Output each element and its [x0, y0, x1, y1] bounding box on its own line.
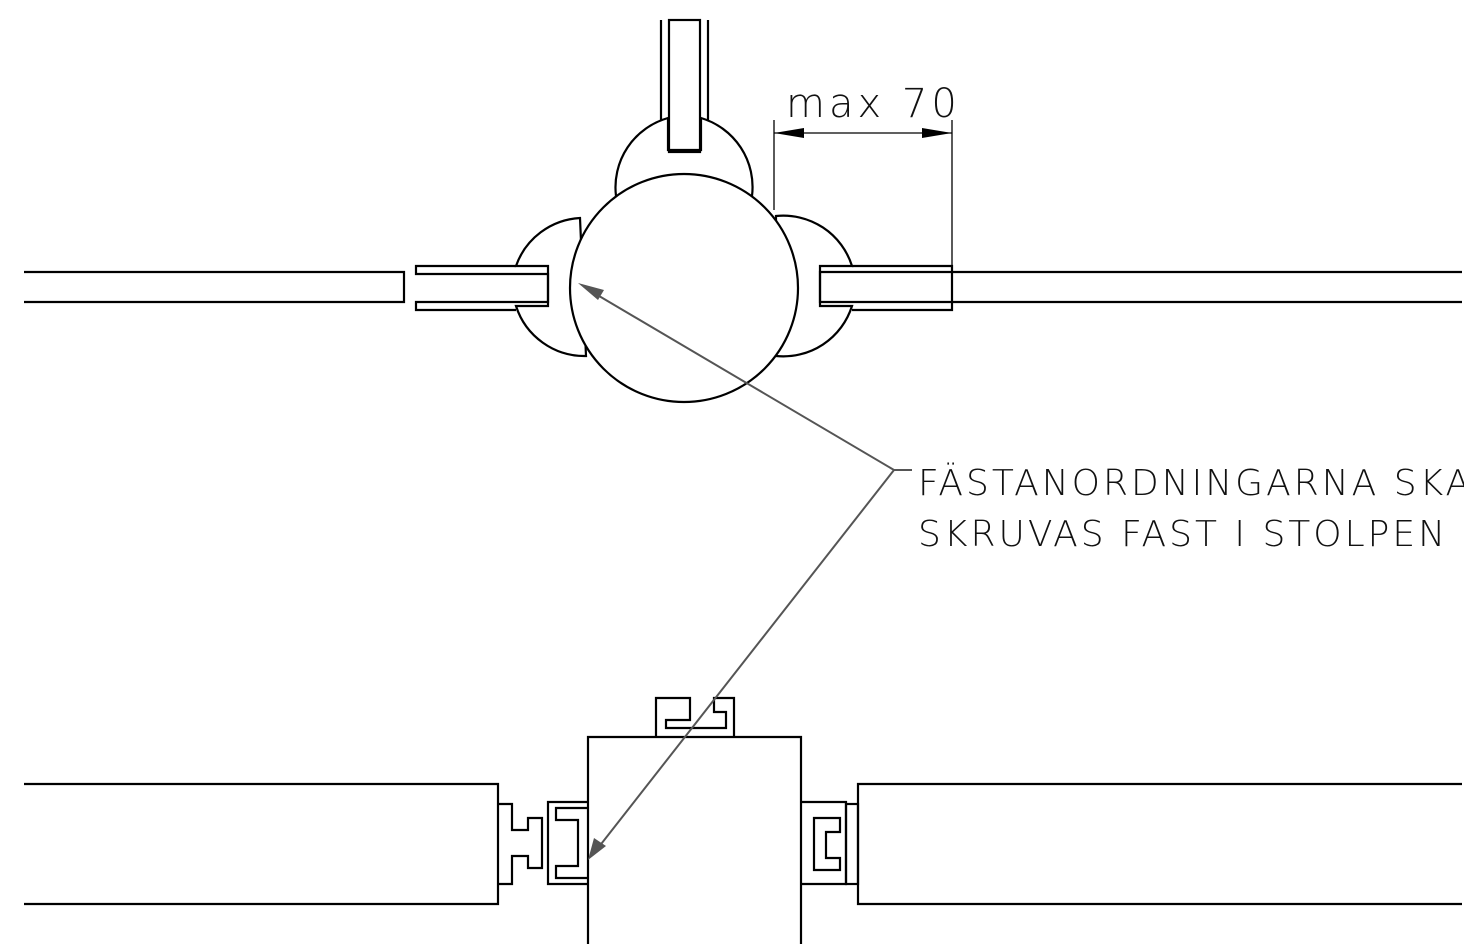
- square-post-assembly: [24, 696, 1462, 944]
- left-c-profile-inner: [554, 806, 588, 880]
- right-bottom-panel: [856, 782, 1462, 906]
- dim-arrow-left: [774, 128, 804, 138]
- top-panel: [667, 18, 702, 154]
- right-c-profile-inner: [812, 816, 842, 872]
- right-h-profile: [844, 802, 860, 886]
- right-c-profile-outer: [801, 800, 848, 886]
- square-post: [586, 735, 803, 944]
- left-bottom-panel: [24, 782, 500, 906]
- round-post-assembly: [24, 18, 1462, 404]
- top-rail-profile: [654, 696, 736, 736]
- note-line-1: FÄSTANORDNINGARNA SKALL: [918, 462, 1464, 504]
- right-panel: [818, 270, 1462, 304]
- clamp-lobe-right: [774, 214, 854, 358]
- clamp-lobe-left: [514, 216, 588, 358]
- leader-to-square-post: [597, 469, 895, 849]
- dimension-max70: max 70: [773, 81, 961, 266]
- leader-arrowhead-bottom: [588, 838, 606, 860]
- right-clamp-sleeve: [852, 264, 954, 312]
- dim-arrow-right: [922, 128, 952, 138]
- left-c-profile-outer: [546, 800, 588, 886]
- left-clamp-sleeve: [414, 264, 550, 312]
- round-post: [568, 172, 800, 404]
- left-h-profile: [498, 802, 544, 886]
- dimension-label: max 70: [786, 81, 961, 127]
- leader-arrowhead-top: [578, 283, 604, 300]
- note-line-2: SKRUVAS FAST I STOLPEN: [918, 514, 1448, 555]
- note-leaders: [578, 283, 912, 860]
- left-panel: [24, 270, 406, 304]
